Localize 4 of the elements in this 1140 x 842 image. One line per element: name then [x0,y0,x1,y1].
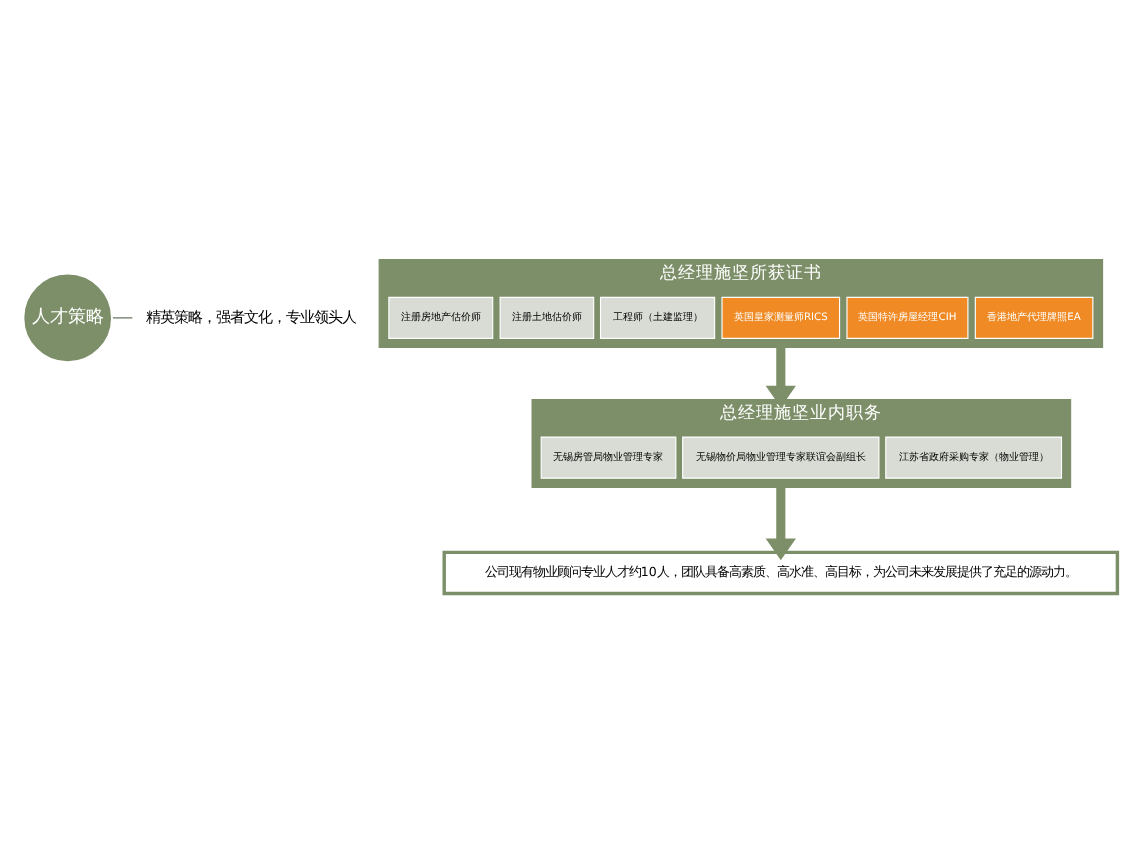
connector [112,316,133,318]
arrow [765,346,796,407]
node-circle: 人才策略 [20,270,115,364]
arrow [765,486,796,560]
